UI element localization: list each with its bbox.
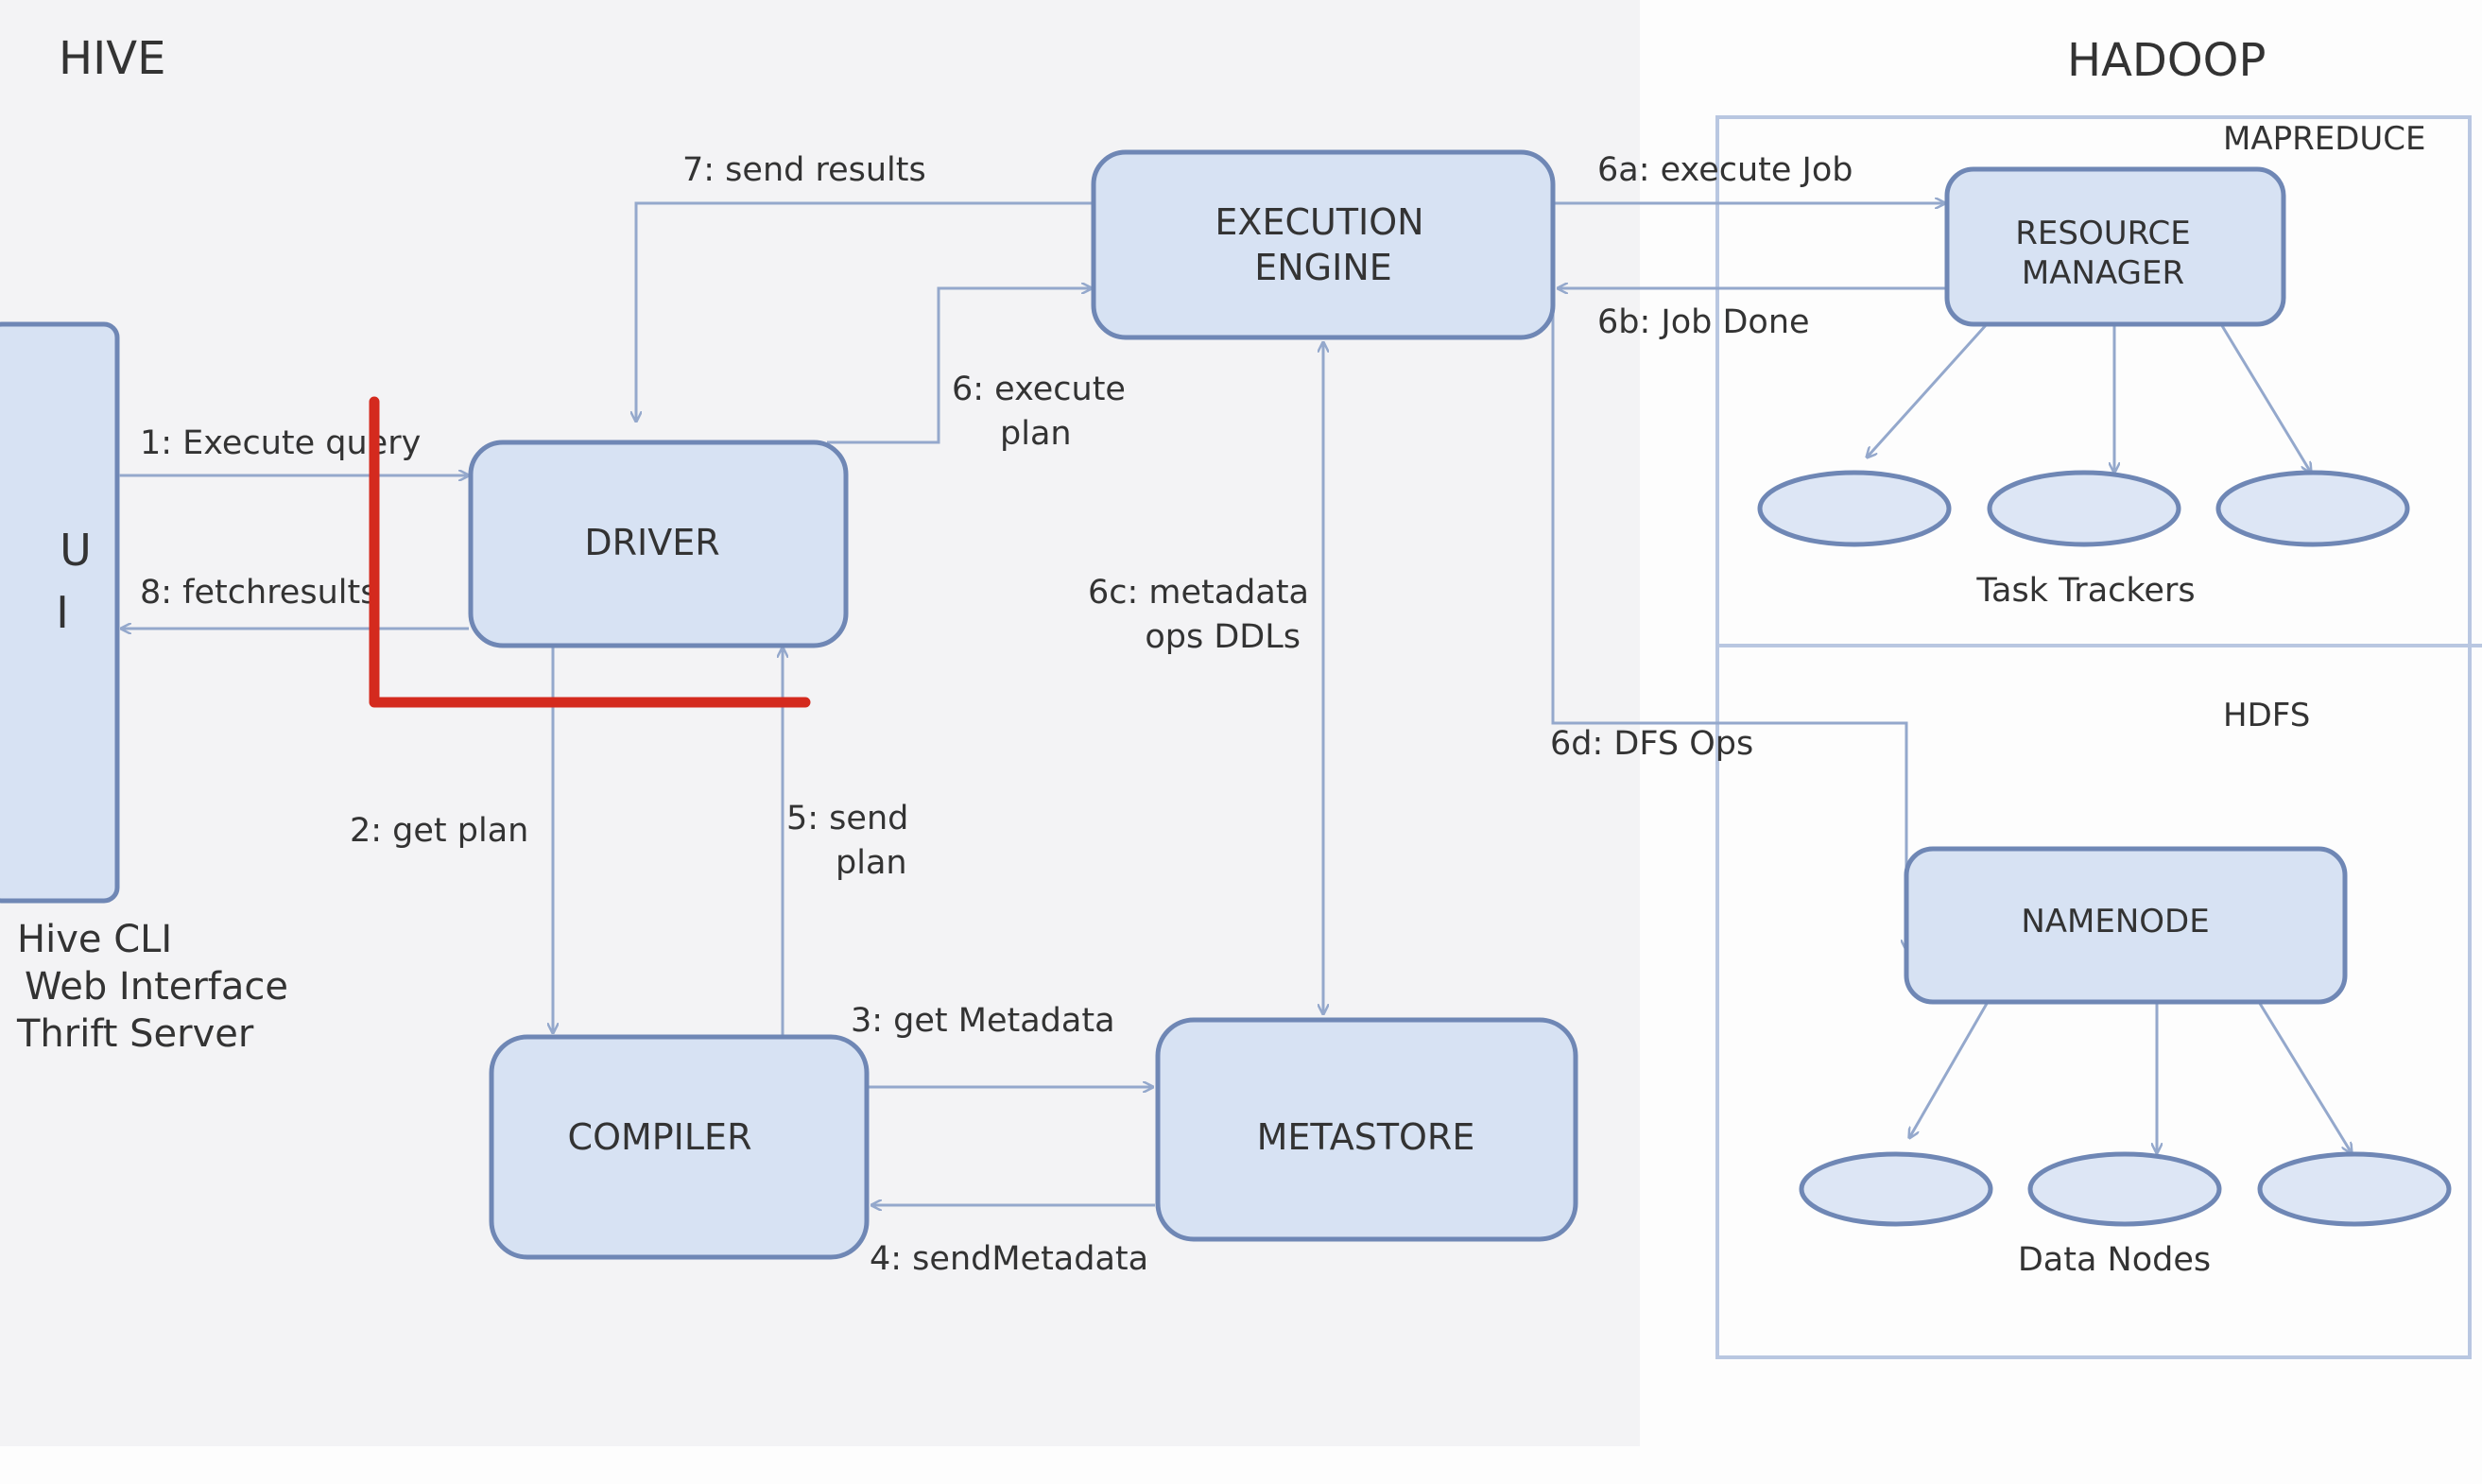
task-trackers-label: Task Trackers: [1975, 572, 2195, 610]
metastore-box: [1155, 1017, 1578, 1242]
data-node-oval: [1799, 1151, 1993, 1227]
arrow-nn-datanode-3: [2257, 1001, 2352, 1153]
step-5-label-1: 5: send: [786, 800, 908, 837]
mapreduce-label: MAPREDUCE: [2223, 120, 2426, 158]
arrow-send-results: [636, 201, 1092, 422]
arrow-nn-datanode-1: [1909, 1001, 1990, 1138]
arrow-dfs-ops: [1551, 288, 1906, 950]
data-node-oval: [2027, 1151, 2222, 1227]
step-6-label-2: plan: [1000, 415, 1072, 453]
driver-box: [468, 440, 849, 648]
step-5-label-2: plan: [836, 844, 907, 882]
namenode-box: [1904, 846, 2348, 1005]
ui-letter-i: I: [56, 587, 69, 638]
arrow-rm-tracker-3: [2219, 323, 2311, 473]
step-6c-label-1: 6c: metadata: [1088, 574, 1309, 612]
step-6d-label: 6d: DFS Ops: [1550, 725, 1753, 763]
step-6-label-1: 6: execute: [952, 371, 1126, 408]
client-hive-cli: Hive CLI: [17, 918, 172, 961]
arrow-execute-plan: [827, 288, 1092, 444]
client-thrift-server: Thrift Server: [16, 1012, 254, 1056]
task-tracker-oval: [1757, 470, 1952, 547]
step-4-label: 4: sendMetadata: [870, 1240, 1148, 1278]
hdfs-label: HDFS: [2223, 697, 2310, 734]
step-3-label: 3: get Metadata: [851, 1002, 1115, 1040]
task-tracker-oval: [1987, 470, 2181, 547]
ui-box: [0, 321, 120, 904]
compiler-box: [489, 1034, 870, 1260]
execution-engine-label-2: ENGINE: [1254, 247, 1392, 288]
namenode-label: NAMENODE: [2021, 903, 2209, 940]
task-tracker-oval: [2215, 470, 2410, 547]
resource-manager-label-1: RESOURCE: [2015, 215, 2191, 252]
hadoop-title: HADOOP: [2067, 34, 2266, 87]
client-web-interface: Web Interface: [25, 965, 288, 1009]
arrow-rm-tracker-1: [1867, 322, 1989, 457]
driver-label: DRIVER: [584, 522, 719, 563]
step-7-label: 7: send results: [682, 151, 926, 189]
metastore-label: METASTORE: [1257, 1116, 1475, 1158]
hive-title: HIVE: [59, 32, 165, 85]
execution-engine-box: [1091, 149, 1556, 340]
ui-letter-u: U: [60, 525, 92, 576]
connectors: [119, 203, 2352, 1205]
hadoop-frame: [1715, 115, 2472, 1359]
step-6a-label: 6a: execute Job: [1597, 151, 1853, 189]
compiler-label: COMPILER: [568, 1116, 752, 1158]
step-8-label: 8: fetchresults: [140, 574, 377, 612]
step-2-label: 2: get plan: [350, 812, 528, 850]
data-node-oval: [2257, 1151, 2452, 1227]
step-6b-label: 6b: Job Done: [1597, 303, 1810, 341]
execution-engine-label-1: EXECUTION: [1215, 201, 1423, 243]
red-highlight-marker: [369, 396, 811, 708]
step-6c-label-2: ops DDLs: [1145, 618, 1301, 656]
resource-manager-box: [1944, 166, 2286, 327]
data-nodes-label: Data Nodes: [2018, 1241, 2211, 1279]
resource-manager-label-2: MANAGER: [2022, 254, 2184, 292]
